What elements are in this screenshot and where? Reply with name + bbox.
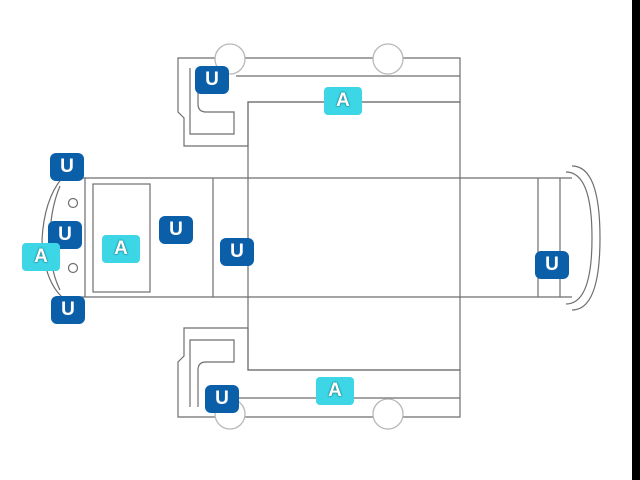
wheel-bottom-rear: [372, 398, 404, 430]
u-badge-cab-bottom: U: [51, 296, 85, 324]
u-badge-cab-top: U: [50, 153, 84, 181]
cargo-floor: [247, 101, 461, 371]
rear-bumper: [565, 171, 593, 305]
right-edge-bar: [632, 0, 640, 480]
wheel-top-rear: [372, 43, 404, 75]
bottom-door-cutout: [189, 339, 235, 407]
u-badge-bulkhead: U: [220, 238, 254, 266]
u-badge-rear: U: [535, 251, 569, 279]
a-badge-front: A: [22, 243, 60, 271]
u-badge-cab-seat: U: [159, 216, 193, 244]
a-badge-bottom-panel: A: [316, 377, 354, 405]
a-badge-dashboard: A: [102, 235, 140, 263]
rear-bumper-inner: [571, 165, 601, 311]
top-side-panel: [177, 57, 461, 147]
u-badge-bottom-panel: U: [205, 385, 239, 413]
u-badge-cab-middle: U: [48, 221, 82, 249]
bottom-side-panel: [177, 327, 461, 418]
top-door-cutout: [189, 68, 235, 135]
headlight-top: [67, 197, 79, 209]
dashboard: [92, 183, 151, 293]
u-badge-top-panel: U: [195, 66, 229, 94]
a-badge-top-panel: A: [324, 87, 362, 115]
headlight-bottom: [67, 262, 79, 274]
cab-outline: [41, 177, 85, 298]
